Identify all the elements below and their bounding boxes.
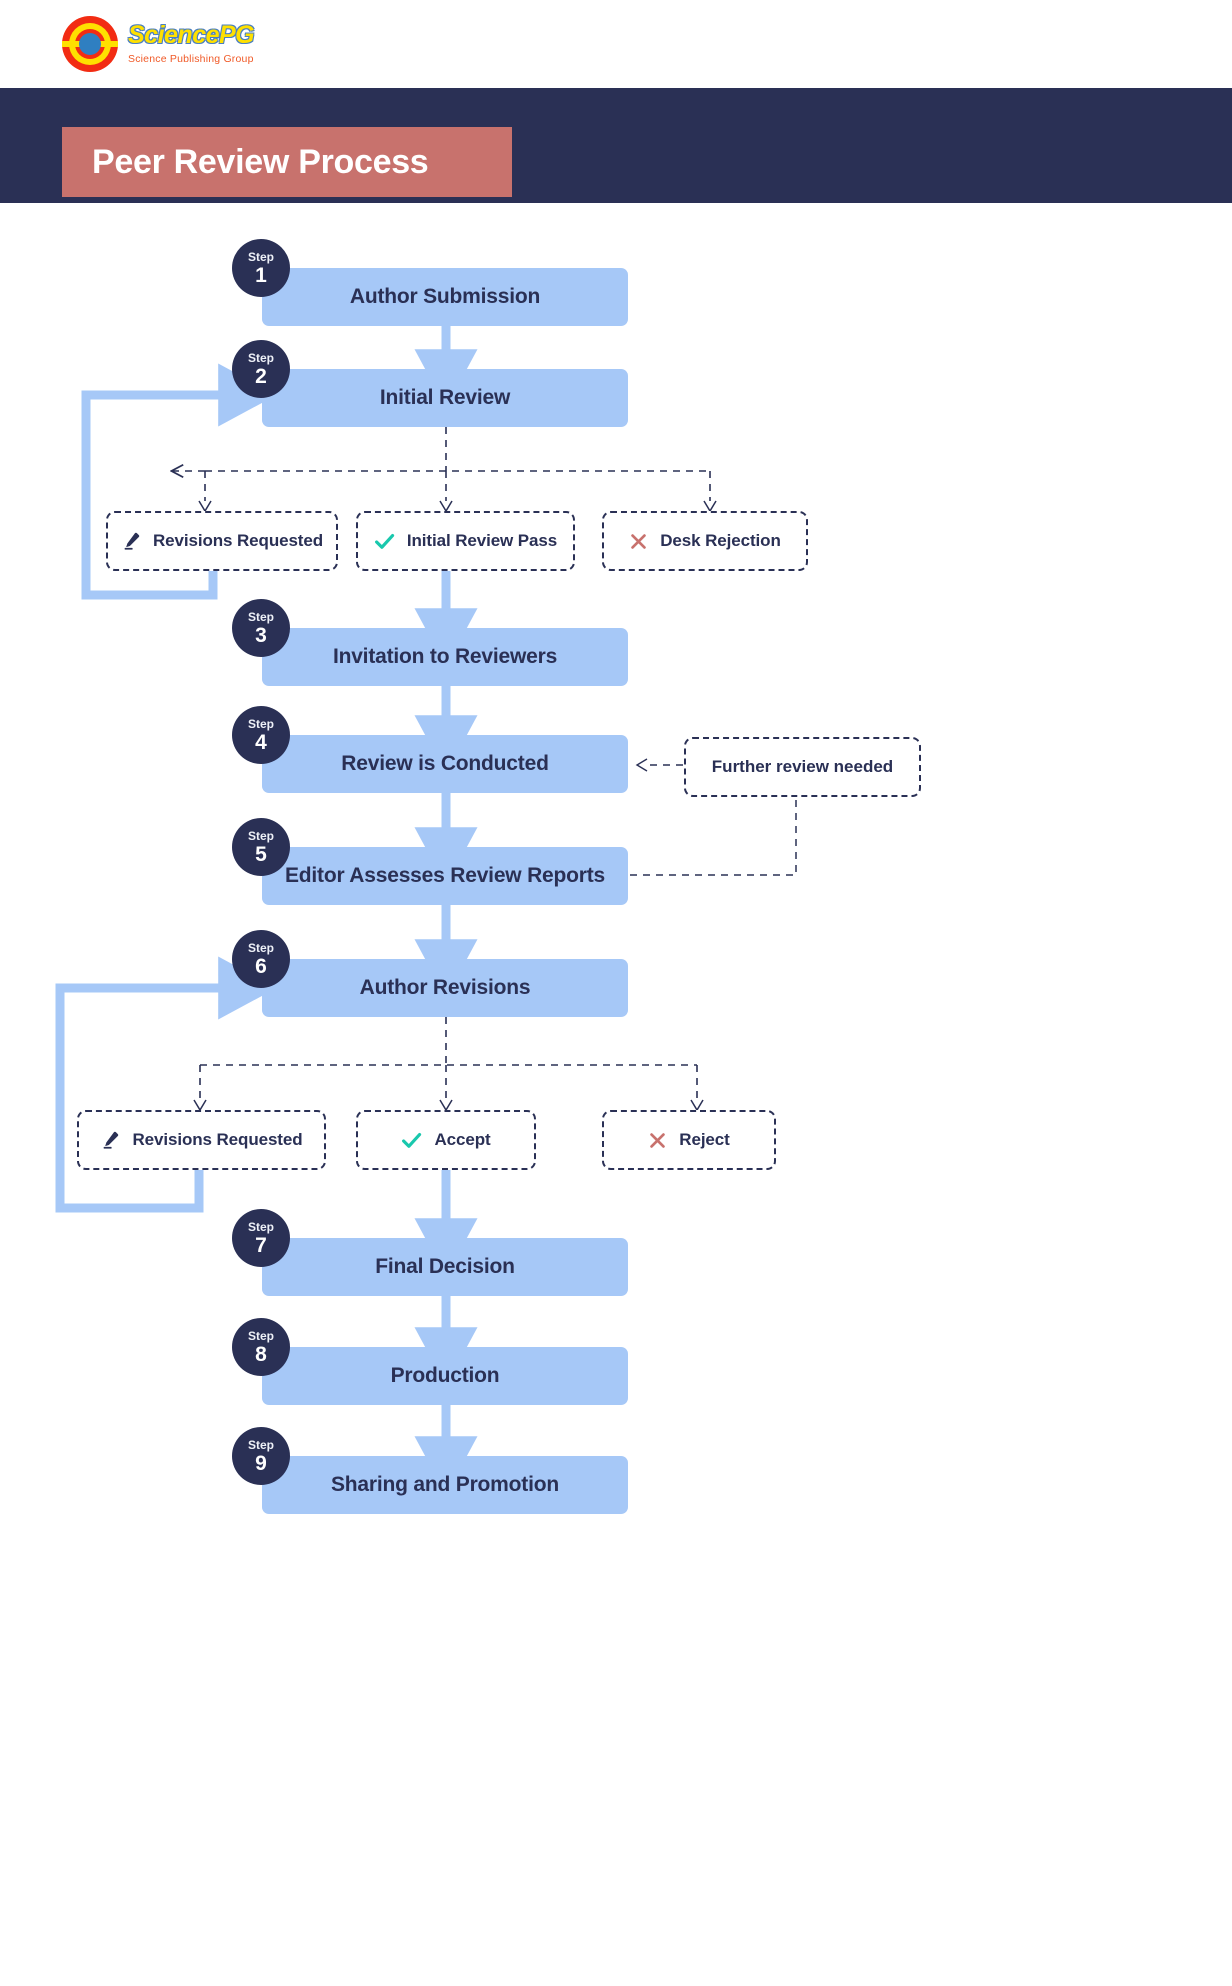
step-label: Editor Assesses Review Reports (284, 864, 606, 887)
pencil-icon (100, 1130, 120, 1150)
step-circle-4: Step 4 (232, 706, 290, 764)
step-circle-9: Step 9 (232, 1427, 290, 1485)
step-word: Step (247, 350, 274, 365)
step-label: Invitation to Reviewers (332, 645, 558, 668)
page-title: Peer Review Process (92, 142, 429, 181)
decision-box-initial-review-pass[interactable]: Initial Review Pass (356, 511, 575, 571)
decision-label: Accept (434, 1130, 491, 1149)
decision-box-revisions-requested-1[interactable]: Revisions Requested (106, 511, 338, 571)
step-box-sharing-and-promotion[interactable]: Sharing and Promotion (262, 1456, 628, 1514)
step-number: 6 (255, 954, 267, 978)
connector-layer (55, 326, 797, 1495)
step-word: Step (247, 1328, 274, 1343)
step-word: Step (247, 828, 274, 843)
step-number: 8 (255, 1342, 267, 1366)
sciencepg-circle-logo (62, 16, 118, 72)
decision-label: Revisions Requested (152, 531, 324, 550)
step-number: 9 (255, 1451, 267, 1475)
step-number: 5 (255, 842, 267, 866)
flowchart-canvas: Step 1 Author Submission Step 2 Initial … (0, 203, 1232, 1986)
step-circle-8: Step 8 (232, 1318, 290, 1376)
decision-label: Desk Rejection (660, 531, 781, 550)
step-number: 4 (255, 730, 267, 754)
brand-logo[interactable]: SciencePG Science Publishing Group (62, 16, 255, 72)
step-box-review-is-conducted[interactable]: Review is Conducted (262, 735, 628, 793)
title-banner: Peer Review Process (62, 127, 512, 197)
check-icon (401, 1130, 422, 1151)
step-box-initial-review[interactable]: Initial Review (262, 369, 628, 427)
decision-label: Initial Review Pass (406, 531, 558, 550)
step-number: 1 (255, 263, 267, 287)
brand-tagline: Science Publishing Group (128, 53, 254, 66)
step-word: Step (247, 249, 274, 264)
step-box-editor-assesses-review-reports[interactable]: Editor Assesses Review Reports (262, 847, 628, 905)
step-box-production[interactable]: Production (262, 1347, 628, 1405)
step-word: Step (247, 1437, 274, 1452)
step-label: Review is Conducted (341, 752, 549, 775)
step-number: 7 (255, 1233, 267, 1257)
step-label: Initial Review (379, 386, 511, 409)
logo-bar: SciencePG Science Publishing Group (0, 0, 1232, 88)
step-word: Step (247, 1219, 274, 1234)
logo-center-dot (79, 33, 101, 55)
decision-box-revisions-requested-2[interactable]: Revisions Requested (77, 1110, 326, 1170)
step-circle-7: Step 7 (232, 1209, 290, 1267)
step-circle-5: Step 5 (232, 818, 290, 876)
check-icon (374, 531, 395, 552)
step-label: Final Decision (375, 1255, 515, 1278)
note-label: Further review needed (711, 757, 894, 776)
step-circle-2: Step 2 (232, 340, 290, 398)
cross-icon (629, 532, 648, 551)
step-word: Step (247, 609, 274, 624)
step-box-invitation-to-reviewers[interactable]: Invitation to Reviewers (262, 628, 628, 686)
pencil-icon (121, 531, 141, 551)
brand-text: SciencePG Science Publishing Group (128, 21, 255, 66)
step-circle-6: Step 6 (232, 930, 290, 988)
decision-box-desk-rejection[interactable]: Desk Rejection (602, 511, 808, 571)
step-label: Author Submission (349, 285, 541, 308)
step-label: Production (390, 1364, 500, 1387)
step-box-author-revisions[interactable]: Author Revisions (262, 959, 628, 1017)
brand-name: SciencePG (128, 21, 255, 50)
cross-icon (648, 1131, 667, 1150)
step-box-final-decision[interactable]: Final Decision (262, 1238, 628, 1296)
step-number: 3 (255, 623, 267, 647)
decision-box-reject[interactable]: Reject (602, 1110, 776, 1170)
step-circle-3: Step 3 (232, 599, 290, 657)
step-circle-1: Step 1 (232, 239, 290, 297)
step-box-author-submission[interactable]: Author Submission (262, 268, 628, 326)
step-label: Author Revisions (359, 976, 531, 999)
note-box-further-review-needed[interactable]: Further review needed (684, 737, 921, 797)
step-word: Step (247, 716, 274, 731)
decision-label: Revisions Requested (132, 1130, 303, 1149)
step-word: Step (247, 940, 274, 955)
step-label: Sharing and Promotion (331, 1473, 559, 1496)
decision-box-accept[interactable]: Accept (356, 1110, 536, 1170)
step-number: 2 (255, 364, 267, 388)
decision-label: Reject (679, 1130, 730, 1149)
